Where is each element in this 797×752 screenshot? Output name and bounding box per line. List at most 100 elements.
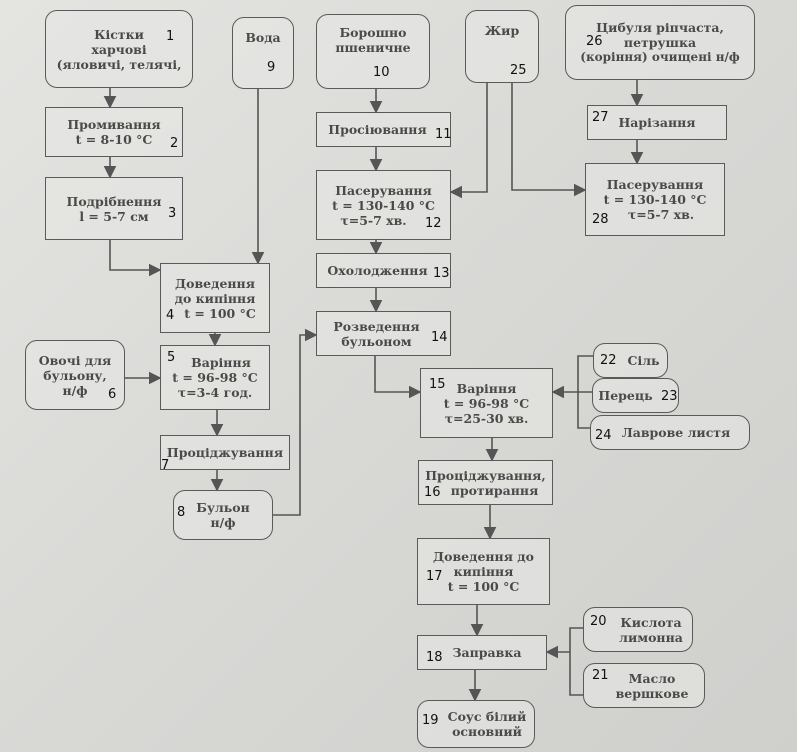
node-cutting: Нарізання 27 [587,105,727,140]
node-text: Розведення [333,318,420,334]
node-text: Проціджування, [425,467,546,483]
node-text: Кислота [620,614,682,630]
step-number: 19 [422,713,439,728]
arrow-14-15 [374,356,422,399]
step-number: 26 [586,34,603,49]
node-text: Сіль [627,353,660,368]
node-text: Доведення [175,275,255,291]
node-seasoning: Заправка 18 [417,635,547,670]
step-number: 12 [425,216,442,231]
node-text: Цибуля ріпчаста, [596,20,724,35]
node-text: Бульон [196,500,250,515]
node-text: Борошно [339,25,407,40]
node-boiling-sauce: Варіння t = 96-98 °C τ=25-30 хв. 15 [420,368,553,438]
node-text: Овочі для [38,352,112,368]
node-flour: Борошно пшеничне 10 [316,14,430,89]
bracket-20-21 [569,627,583,696]
step-number: 10 [373,65,390,80]
node-boiling: Варіння t = 96-98 °C τ=3-4 год. 5 [160,345,270,410]
arrow-8-14 [273,328,318,516]
step-number: 23 [661,389,678,404]
node-text: Пасерування [335,182,432,198]
node-text: t = 8-10 °C [75,132,153,147]
step-number: 2 [170,136,179,151]
node-text: Доведення до [433,549,534,564]
step-number: 4 [166,308,175,323]
step-number: 21 [592,668,609,683]
step-number: 24 [595,428,612,443]
step-number: 20 [590,614,607,629]
node-text: τ=5-7 хв. [340,212,407,228]
step-number: 27 [592,110,609,125]
step-number: 15 [429,377,446,392]
node-bring-to-boil: Доведення до кипіння t = 100 °C 4 [160,263,270,333]
node-text: τ=3-4 год. [177,385,253,400]
node-bay-leaf: Лаврове листя 24 [590,415,750,450]
node-text: вершкове [615,685,689,701]
step-number: 25 [510,63,527,78]
node-text: н/ф [210,515,236,530]
node-text: (коріння) очищені н/ф [580,50,740,64]
node-bring-to-boil-2: Доведення до кипіння t = 100 °C 17 [417,538,550,605]
node-straining-rubbing: Проціджування, протирання 16 [418,460,553,505]
node-text: l = 5-7 см [79,208,149,224]
node-text: Нарізання [618,115,696,130]
node-text: кипіння [453,564,514,579]
node-diluting: Розведення бульоном 14 [316,311,451,356]
arrow-3-4 [109,240,162,277]
node-text: t = 100 °C [184,305,256,321]
node-bones: Кістки харчові (яловичі, телячі, 1 [45,10,193,88]
step-number: 11 [435,127,452,142]
node-text: бульоном [341,333,412,349]
arrow-25-12 [449,83,488,199]
node-text: до кипіння [174,290,256,306]
node-citric-acid: Кислота лимонна 20 [583,607,693,652]
node-water: Вода 9 [232,17,294,89]
node-washing: Промивання t = 8-10 °C 2 [45,107,183,157]
node-onion-parsley: Цибуля ріпчаста, петрушка (коріння) очищ… [565,5,755,80]
node-text: Соус білий [447,709,527,724]
node-text: н/ф [62,382,88,398]
node-text: t = 130-140 °C [603,192,707,207]
step-number: 6 [108,387,117,402]
node-text: Подрібнення [66,193,162,209]
node-vegetables: Овочі для бульону, н/ф 6 [25,340,125,410]
node-text: Варіння [191,355,251,370]
node-text: Варіння [456,380,517,396]
node-text: харчові [91,41,147,57]
node-fat: Жир 25 [465,10,539,83]
node-text: t = 96-98 °C [172,370,258,385]
step-number: 13 [433,266,450,281]
step-number: 14 [431,330,448,345]
node-text: лимонна [619,629,683,645]
node-sauteing-flour: Пасерування t = 130-140 °C τ=5-7 хв. 12 [316,170,451,240]
node-text: Масло [628,670,676,686]
arrow-25-28 [511,83,587,197]
node-text: протирання [450,482,539,498]
node-text: Просіювання [328,122,427,137]
node-text: Перець [598,388,653,403]
node-pepper: Перець 23 [592,378,679,413]
node-text: Охолодження [327,263,428,278]
step-number: 22 [600,353,617,368]
step-number: 9 [267,60,276,75]
step-number: 7 [161,458,170,473]
node-sauteing-vegetables: Пасерування t = 130-140 °C τ=5-7 хв. 28 [585,163,725,236]
step-number: 8 [177,505,186,520]
node-text: τ=5-7 хв. [627,207,695,222]
node-butter: Масло вершкове 21 [583,663,705,708]
node-text: пшеничне [335,40,411,55]
step-number: 3 [168,206,177,221]
node-text: t = 130-140 °C [332,197,435,213]
node-text: Кістки [94,26,144,42]
step-number: 17 [426,569,443,584]
step-number: 1 [166,29,175,44]
step-number: 18 [426,650,443,665]
node-chopping: Подрібнення l = 5-7 см 3 [45,177,183,240]
node-straining: Проціджування 7 [160,435,290,473]
node-cooling: Охолодження 13 [316,253,451,288]
step-number: 28 [592,212,609,227]
node-text: t = 96-98 °C [443,395,530,411]
node-text: бульону, [43,367,107,383]
